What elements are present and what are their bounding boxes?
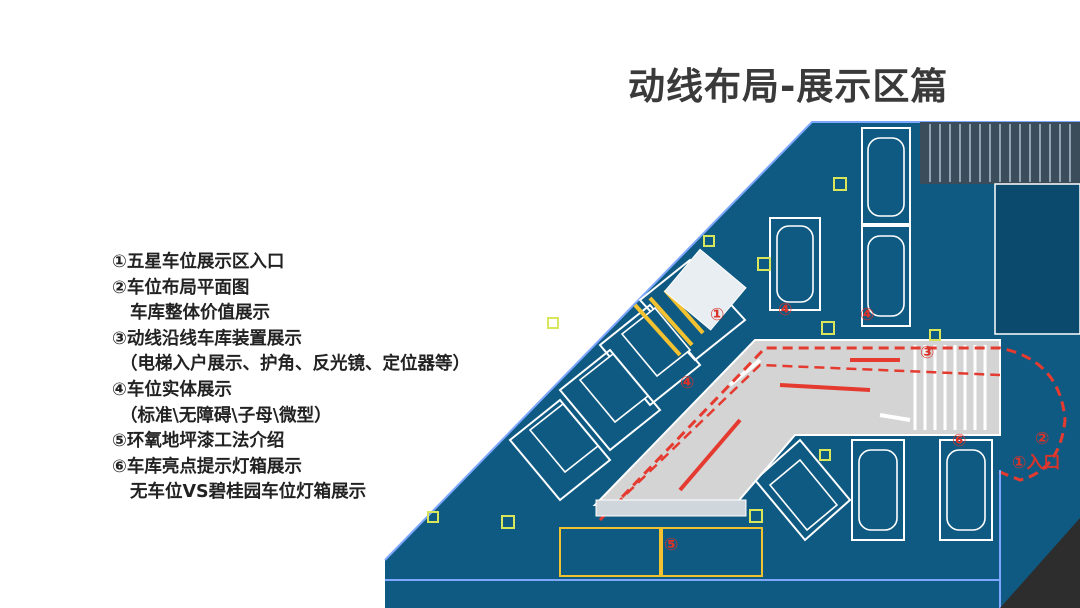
page-title: 动线布局-展示区篇 [628,65,949,108]
marker-3-devices: ③ [920,343,934,363]
visitor-route-inner [614,363,1001,506]
corner-decoration-bottom-right [1000,518,1080,608]
room-right [994,183,1080,335]
marker-4-stall-lane: ④ [680,373,694,393]
equipment-symbols [427,177,941,529]
legend-item: （电梯入户展示、护角、反光镜、定位器等） [120,354,470,375]
legend-item: ⑤环氧地坪漆工法介绍 [112,431,285,452]
ramp-stripes [929,124,1071,182]
legend-item: ②车位布局平面图 [112,277,250,298]
legend-item: 车库整体价值展示 [130,303,270,324]
marker-4-stall-right: ④ [860,305,874,325]
parked-cars-top [776,137,905,317]
legend-item: ①五星车位展示区入口 [112,252,285,272]
parked-cars-bottom [768,449,986,532]
display-panels [559,499,763,577]
marker-1-display-entrance: ① [710,305,724,325]
marker-1-entrance: ①入口 [1012,453,1060,473]
parked-cars-diagonal [528,306,692,474]
legend-item: 无车位VS碧桂园车位灯箱展示 [130,482,367,503]
marker-5-epoxy: ⑤ [664,535,678,555]
legend-item: ⑥车库亮点提示灯箱展示 [112,456,302,477]
crosswalk [913,345,987,430]
legend-item: ③动线沿线车库装置展示 [112,328,302,349]
visitor-route [598,346,1067,522]
parking-stalls-bottom [753,438,993,542]
marker-2-layout: ② [1035,429,1049,449]
info-board [663,248,747,331]
legend-item: ④车位实体展示 [112,379,232,400]
legend-item: （标准\无障碍\子母\微型） [120,405,332,426]
map-markers: ① ④ ④ ④ ③ ② ①入口 ⑥ ⑤ [664,300,1060,555]
marker-4-stall-left: ④ [778,300,792,320]
marker-6-lightbox: ⑥ [952,431,966,451]
legend-list: ①五星车位展示区入口 ②车位布局平面图车库整体价值展示 ③动线沿线车库装置展示 （电梯… [112,250,470,506]
